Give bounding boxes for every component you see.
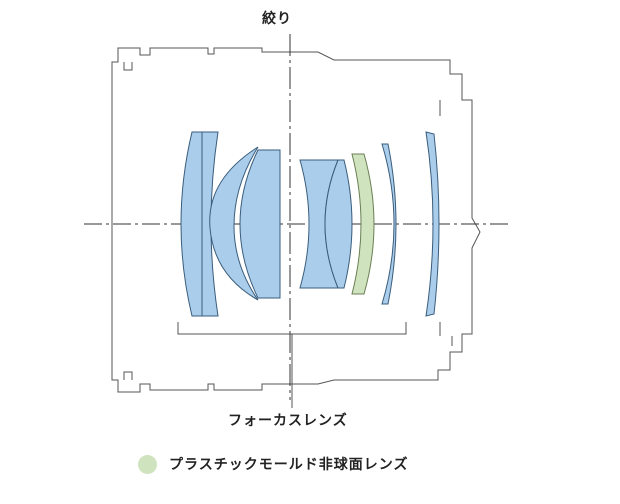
legend-text: プラスチックモールド非球面レンズ [169, 457, 409, 473]
lens-group [180, 131, 440, 317]
lens-element-9 [425, 131, 440, 317]
aperture-label: 絞り [262, 11, 292, 27]
lens-element-1 [180, 131, 203, 317]
legend-swatch [138, 454, 157, 474]
lens-element-8 [381, 143, 397, 305]
barrel-inner-detail [123, 62, 453, 380]
legend: プラスチックモールド非球面レンズ [138, 452, 408, 476]
focus-lens-label: フォーカスレンズ [228, 413, 348, 429]
focus-group-bracket [177, 322, 407, 335]
barrel-outline [111, 47, 481, 393]
lens-element-4 [239, 149, 281, 299]
lens-element-6 [324, 159, 353, 289]
lens-element-3 [209, 146, 259, 301]
lens-element-7 [351, 153, 375, 295]
